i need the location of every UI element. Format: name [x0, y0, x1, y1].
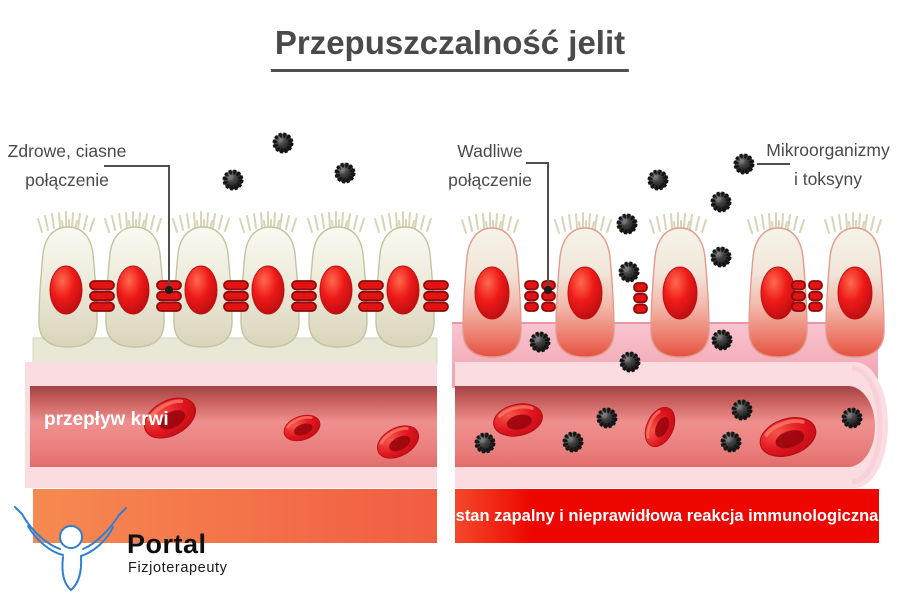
microbe [274, 134, 293, 153]
microbe [649, 171, 668, 190]
page-title: Przepuszczalność jelit [270, 24, 630, 72]
microbe [336, 164, 355, 183]
microbe [618, 215, 637, 234]
logo-title: Portal [127, 529, 207, 559]
microbe [621, 353, 640, 372]
microbe [620, 263, 639, 282]
epithelial-cell [308, 212, 367, 347]
defective-junction-label-line2: połączenie [448, 170, 532, 190]
microbe [598, 409, 617, 428]
inflamed-cell [650, 213, 709, 357]
inflammation-banner-text: stan zapalny i nieprawidłowa reakcja imm… [455, 506, 879, 525]
orange-band [33, 489, 437, 543]
healthy-panel [25, 134, 449, 488]
inflammation-banner: stan zapalny i nieprawidłowa reakcja imm… [455, 489, 879, 543]
healthy-blood-vessel [25, 362, 437, 488]
microbe [564, 433, 583, 452]
inflamed-cell [555, 213, 614, 357]
microbe [476, 434, 495, 453]
blood-flow-label: przepływ krwi [44, 409, 169, 430]
microbes-label-line1: Mikroorganizmy [766, 140, 890, 160]
defective-junction-label: Wadliwe połączenie [424, 137, 556, 195]
epithelial-cell [240, 212, 299, 347]
inflamed-cell [825, 213, 884, 357]
healthy-junction-pointer [104, 165, 173, 294]
healthy-epithelial-cells [38, 212, 434, 347]
microbe [531, 333, 550, 352]
logo-subtitle: Fizjoterapeuty [128, 560, 228, 576]
healthy-junction-label: Zdrowe, ciasne połączenie [0, 137, 134, 195]
luminal-microbes [224, 134, 355, 190]
microbe [224, 171, 243, 190]
microbe [722, 433, 741, 452]
defective-junction-pointer [526, 162, 552, 294]
healthy-tissue-base [32, 337, 438, 365]
microbes-label: Mikroorganizmy i toksyny [754, 136, 900, 194]
microbe [712, 193, 731, 212]
epithelial-cell [173, 212, 232, 347]
microbe [712, 248, 731, 267]
inflamed-cell [462, 213, 521, 357]
microbe [735, 155, 754, 174]
leaky-blood-vessel [455, 362, 888, 488]
epithelial-cell [38, 212, 97, 347]
microbe [843, 409, 862, 428]
leaky-panel [452, 155, 888, 488]
healthy-junction-label-line1: Zdrowe, ciasne [7, 141, 127, 161]
microbes-label-line2: i toksyny [793, 169, 863, 189]
epithelial-cell [105, 212, 164, 347]
epithelial-cell [375, 212, 434, 347]
defective-junction-label-line1: Wadliwe [457, 141, 523, 161]
microbe [713, 331, 732, 350]
healthy-junction-label-line2: połączenie [25, 170, 109, 190]
microbe [733, 401, 752, 420]
logo-figure [14, 506, 127, 592]
